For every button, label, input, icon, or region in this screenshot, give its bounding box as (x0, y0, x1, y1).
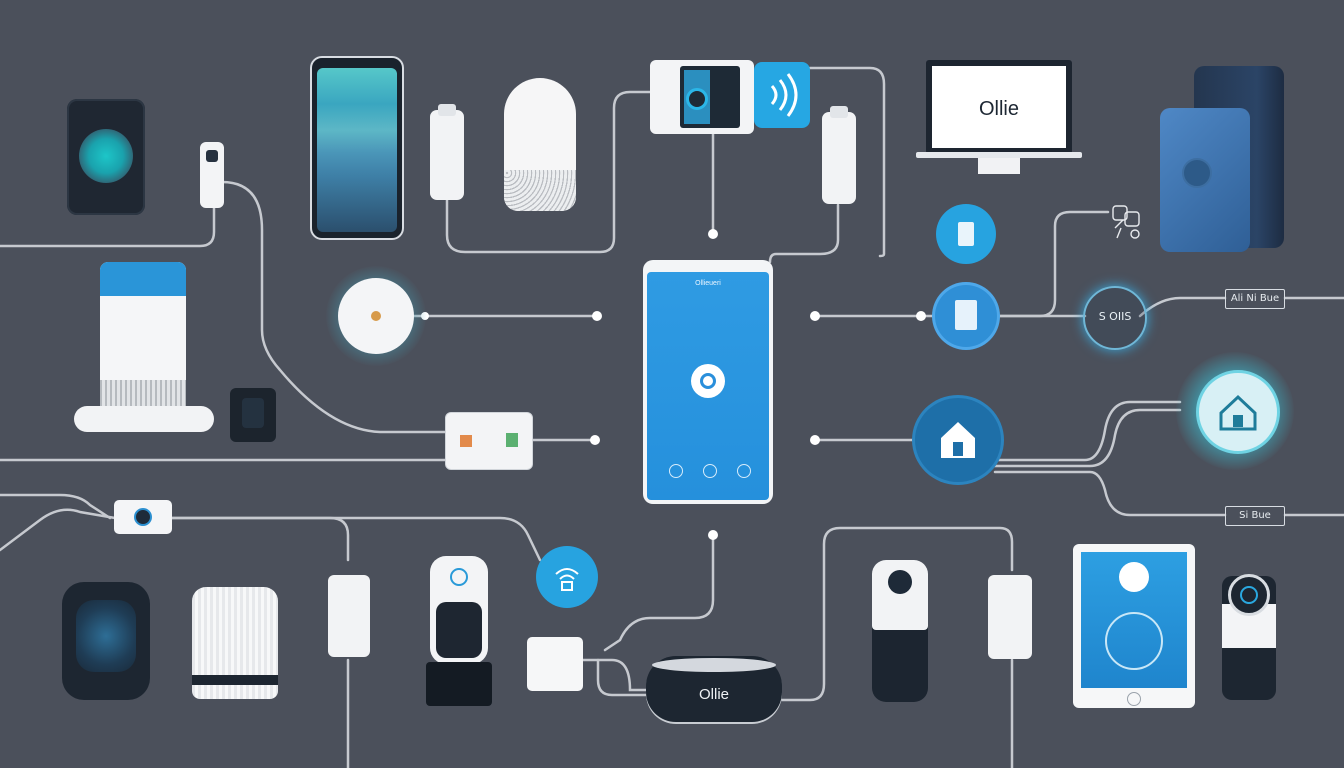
monitor-brand-text: Ollie (978, 98, 1019, 120)
bridge-port-2 (506, 433, 518, 447)
wifi-node-glyph (555, 568, 579, 591)
camera-head (872, 560, 928, 630)
device-glyph (958, 222, 974, 246)
smartphone[interactable] (310, 56, 404, 240)
wifi-signal-icon-glyph (770, 73, 798, 117)
router-indicator (1182, 158, 1212, 188)
speaker-brand-text: Ollie (698, 686, 729, 703)
smart-speaker[interactable] (504, 78, 576, 211)
power-icon-ring (700, 373, 716, 389)
smart-plug-right[interactable] (822, 106, 856, 204)
mini-camera[interactable] (114, 500, 172, 534)
desktop-monitor[interactable]: Ollie (926, 60, 1072, 154)
wifi-signal-icon[interactable] (754, 62, 810, 128)
hub-display-ring (686, 88, 708, 110)
speaker-grille (504, 170, 576, 211)
smart-home-icon[interactable] (1196, 370, 1280, 454)
smart-remote[interactable] (430, 556, 488, 664)
hub-app-title: Ollieueri (695, 280, 721, 287)
usb-adapter[interactable] (200, 142, 224, 208)
app-control-2[interactable] (703, 464, 717, 478)
round-smart-hub[interactable] (338, 278, 414, 354)
smart-display-dark[interactable] (62, 582, 150, 700)
home-robot-camera[interactable] (1222, 574, 1276, 700)
remote-stand (426, 662, 492, 706)
purifier-top (100, 262, 186, 296)
bridge-port-1 (460, 435, 472, 447)
smart-bridge[interactable] (445, 412, 533, 470)
central-hub-phone[interactable]: Ollieueri (643, 260, 773, 504)
hub-light (371, 311, 381, 321)
purifier-base (74, 406, 214, 432)
dark-display-screen (76, 600, 136, 672)
usb-adapter-port (206, 150, 218, 162)
wifi-node-icon[interactable] (536, 546, 598, 608)
remote-indicator (450, 568, 468, 586)
home-icon[interactable] (915, 398, 1001, 482)
app-control-1[interactable] (669, 464, 683, 478)
mini-bridge[interactable] (527, 637, 583, 691)
tablet-dial (1105, 612, 1163, 670)
camera-lens (134, 508, 152, 526)
camera-head-lens (888, 570, 912, 594)
tablet-home-button (1127, 692, 1141, 706)
smart-plug-bottom-right[interactable] (988, 575, 1032, 659)
home-icon-glyph (941, 422, 975, 458)
air-purifier[interactable] (100, 262, 186, 418)
router-unit[interactable] (1160, 108, 1250, 252)
ring-label-node[interactable]: S OIIS (1083, 286, 1147, 350)
ring-label-text: S OIIS (1098, 310, 1132, 323)
smartphone-screen (317, 68, 397, 232)
tablet-screen (1081, 552, 1187, 688)
plug-prongs (830, 106, 848, 118)
key-icon (1112, 205, 1140, 239)
tablet-glow (79, 129, 133, 183)
power-icon[interactable] (691, 364, 725, 398)
smart-device-icon[interactable] (936, 204, 996, 264)
plug-prongs (438, 104, 456, 116)
smart-watch[interactable] (230, 388, 276, 442)
smart-plug-bottom[interactable] (328, 575, 370, 657)
security-camera[interactable] (872, 560, 928, 702)
smart-home-icon-glyph (1219, 394, 1257, 431)
watch-screen (242, 398, 264, 428)
speaker-top-rim (652, 658, 776, 672)
tablet-bottom-right[interactable] (1073, 544, 1195, 708)
hub-phone-screen: Ollieueri (647, 272, 769, 500)
remote-keypad (436, 602, 482, 658)
app-control-3[interactable] (737, 464, 751, 478)
tablet-device[interactable] (67, 99, 145, 215)
sensor-node[interactable] (935, 285, 997, 347)
smartphone-notch (342, 60, 372, 66)
smart-plug[interactable] (430, 104, 464, 200)
speaker-band (192, 675, 278, 685)
ollie-speaker[interactable]: Ollie (646, 656, 782, 724)
monitor-base (916, 152, 1082, 158)
sensor-glyph (955, 300, 977, 330)
hub-display (680, 66, 740, 128)
tablet-avatar (1119, 562, 1149, 592)
monitor-screen: Ollie (932, 66, 1066, 148)
robot-eye (1240, 586, 1258, 604)
smart-display-hub[interactable] (650, 60, 754, 134)
robot-head (1228, 574, 1270, 616)
monitor-stand (978, 158, 1020, 174)
mini-speaker[interactable] (192, 587, 278, 699)
tag-bottom-right: Si Bue (1225, 506, 1285, 526)
tag-top-right: Ali Ni Bue (1225, 289, 1285, 309)
